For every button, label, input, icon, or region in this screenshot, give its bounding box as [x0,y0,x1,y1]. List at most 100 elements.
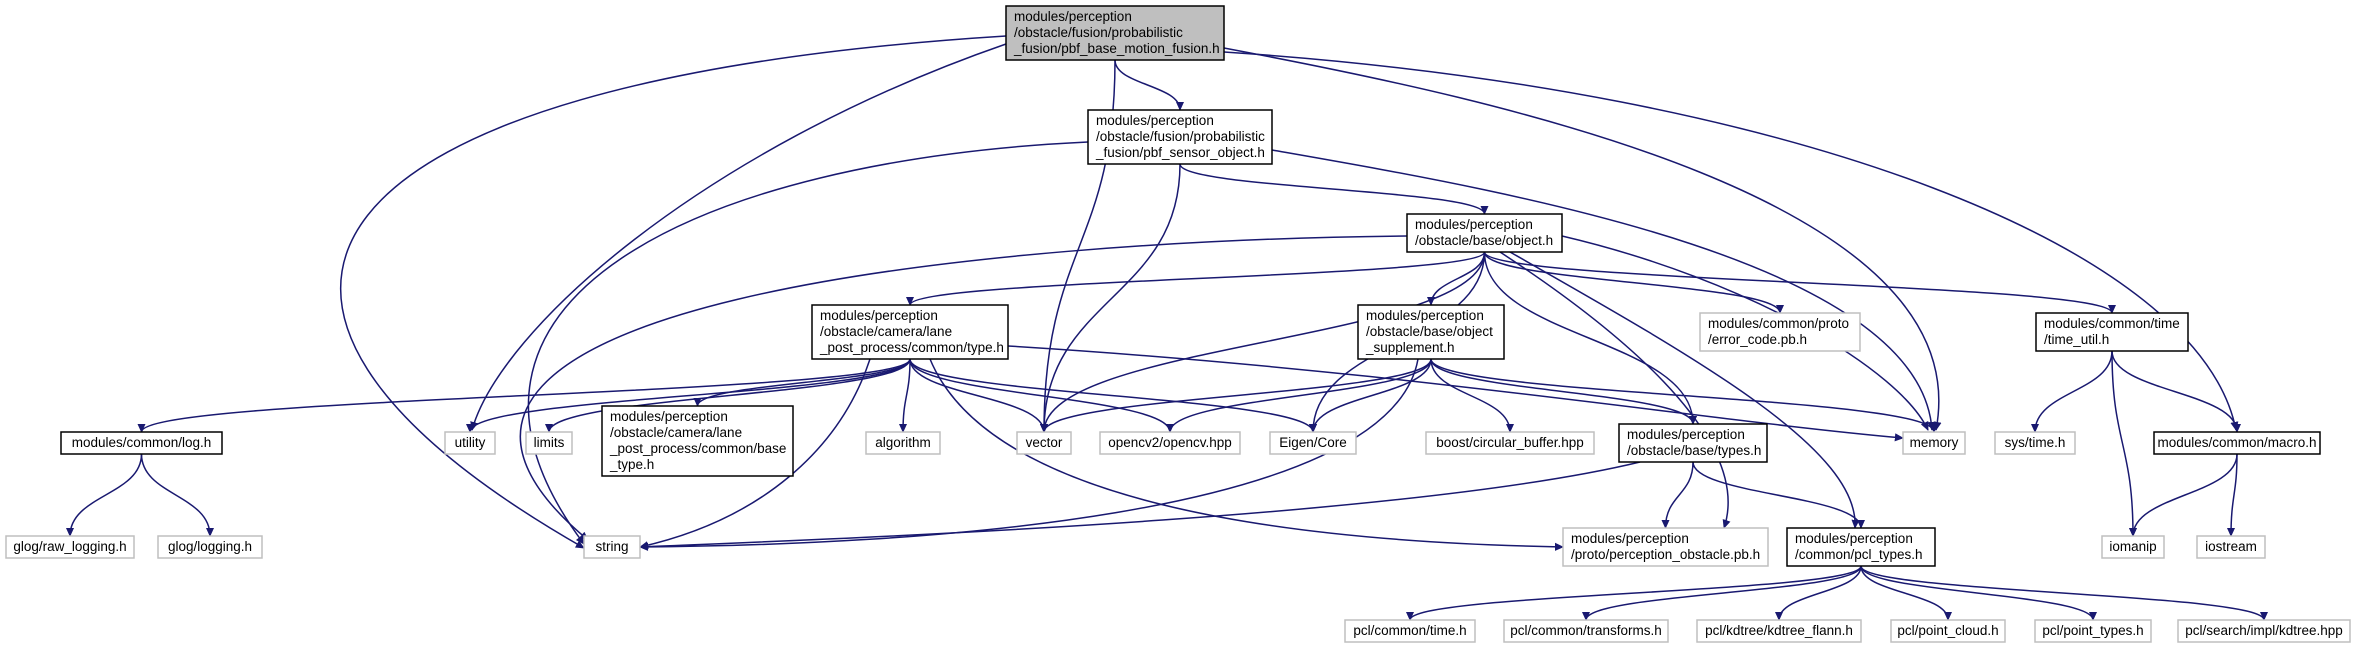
nodes-layer: modules/perception/obstacle/fusion/proba… [5,5,2351,643]
node-label-line: modules/common/time [2044,316,2180,331]
edge-pbf_sensor_object-to-object_h [1179,163,1489,215]
node-label-line: /obstacle/base/object.h [1415,233,1553,248]
node-pcl_point_cloud: pcl/point_cloud.h [1890,619,2006,643]
node-box [5,535,135,559]
node-lane_type[interactable]: modules/perception/obstacle/camera/lane_… [811,304,1009,360]
edge-time_util-to-iomanip [2111,350,2138,537]
node-macro_h[interactable]: modules/common/macro.h [2153,431,2321,455]
node-box [157,535,263,559]
edge-lane_type-to-algorithm [898,358,911,433]
edge-pcl_types-to-pcl_time [1406,565,1862,621]
node-opencv: opencv2/opencv.hpp [1099,431,1241,455]
node-box [1890,619,2006,643]
node-utility: utility [444,431,496,455]
edge-lane_type-to-string [639,358,871,550]
edge-object_h-to-error_code [1483,251,1784,314]
node-box [2196,535,2266,559]
edge-base_types-to-perception_obstacle_pb [1661,461,1694,529]
edge-lane_type-to-lane_base_type [693,358,911,407]
node-log_h[interactable]: modules/common/log.h [60,431,223,455]
node-label-line: /proto/perception_obstacle.pb.h [1571,547,1760,562]
node-label-line: /obstacle/base/object [1366,324,1493,339]
node-pcl_point_types: pcl/point_types.h [2034,619,2152,643]
node-box [1357,304,1505,360]
node-algorithm: algorithm [865,431,941,455]
node-label-line: glog/raw_logging.h [13,539,126,554]
edge-pcl_types-to-pcl_kdtree_hpp [1860,565,2268,621]
node-vector: vector [1016,431,1072,455]
node-box [444,431,496,455]
node-perception_obstacle_pb: modules/perception/proto/perception_obst… [1562,527,1769,567]
node-label-line: iomanip [2109,539,2156,554]
node-label-line: string [595,539,628,554]
edge-base_types-to-pcl_types [1692,461,1866,529]
node-lane_base_type[interactable]: modules/perception/obstacle/camera/lane_… [601,405,794,477]
node-label-line: /time_util.h [2044,332,2109,347]
node-object_supplement[interactable]: modules/perception/obstacle/base/object_… [1357,304,1505,360]
edge-log_h-to-raw_logging [65,453,143,537]
edge-pcl_types-to-pcl_transforms [1582,565,1862,621]
edge-macro_h-to-iostream [2226,453,2238,537]
node-object_h[interactable]: modules/perception/obstacle/base/object.… [1406,213,1563,253]
node-label-line: modules/perception [1795,531,1913,546]
edge-lane_type-to-limits [545,358,911,433]
node-iostream: iostream [2196,535,2266,559]
node-box [2153,431,2321,455]
edge-base_types-to-string [639,461,1641,551]
edge-object_h-to-pcl_types [1509,251,1860,529]
node-label-line: boost/circular_buffer.hpp [1436,435,1584,450]
node-label-line: _supplement.h [1365,340,1455,355]
edge-macro_h-to-iomanip [2128,453,2238,537]
node-box [1618,423,1768,463]
node-label-line: _fusion/pbf_sensor_object.h [1095,145,1265,160]
node-box [1099,431,1241,455]
node-label-line: vector [1026,435,1063,450]
node-box [1425,431,1595,455]
node-label-line: /obstacle/base/types.h [1627,443,1761,458]
node-box [2177,619,2351,643]
node-label-line: _fusion/pbf_base_motion_fusion.h [1013,41,1220,56]
edge-object_supplement-to-eigen [1308,358,1432,433]
node-box [525,431,573,455]
node-time_util[interactable]: modules/common/time/time_util.h [2035,312,2189,352]
node-label-line: modules/common/log.h [72,435,212,450]
node-label-line: Eigen/Core [1279,435,1347,450]
edge-pcl_types-to-pcl_kdtree_flann [1774,565,1862,621]
node-error_code: modules/common/proto/error_code.pb.h [1699,312,1861,352]
node-glog_logging: glog/logging.h [157,535,263,559]
node-label-line: /obstacle/fusion/probabilistic [1014,25,1183,40]
node-raw_logging: glog/raw_logging.h [5,535,135,559]
node-label-line: modules/perception [1014,9,1132,24]
node-box [1503,619,1669,643]
node-box [2034,619,2152,643]
node-label-line: modules/perception [1366,308,1484,323]
node-box [2101,535,2165,559]
node-label-line: iostream [2205,539,2257,554]
node-pbf_sensor_object[interactable]: modules/perception/obstacle/fusion/proba… [1087,109,1273,165]
node-label-line: /common/pcl_types.h [1795,547,1923,562]
node-box [1016,431,1072,455]
edge-lane_type-to-memory [1007,345,1904,442]
node-label-line: pcl/search/impl/kdtree.hpp [2185,623,2343,638]
edge-pbf_sensor_object-to-vector [1039,163,1181,433]
node-box [60,431,223,455]
node-label-line: _post_process/common/type.h [819,340,1004,355]
node-box [1562,527,1769,567]
node-label-line: modules/perception [1571,531,1689,546]
node-pcl_types[interactable]: modules/perception/common/pcl_types.h [1786,527,1936,567]
node-label-line: utility [455,435,486,450]
node-pbf_base_motion_fusion[interactable]: modules/perception/obstacle/fusion/proba… [1005,5,1225,61]
node-box [1699,312,1861,352]
node-box [1269,431,1357,455]
node-box [1406,213,1563,253]
node-eigen: Eigen/Core [1269,431,1357,455]
node-box [1696,619,1862,643]
node-box [1902,431,1966,455]
node-label-line: /obstacle/camera/lane [610,425,742,440]
node-base_types[interactable]: modules/perception/obstacle/base/types.h [1618,423,1768,463]
node-label-line: /obstacle/fusion/probabilistic [1096,129,1265,144]
edge-pbf_base_motion_fusion-to-memory [1223,47,1942,431]
node-box [1994,431,2076,455]
node-label-line: pcl/point_cloud.h [1897,623,1998,638]
edge-object_supplement-to-base_types [1430,358,1697,425]
